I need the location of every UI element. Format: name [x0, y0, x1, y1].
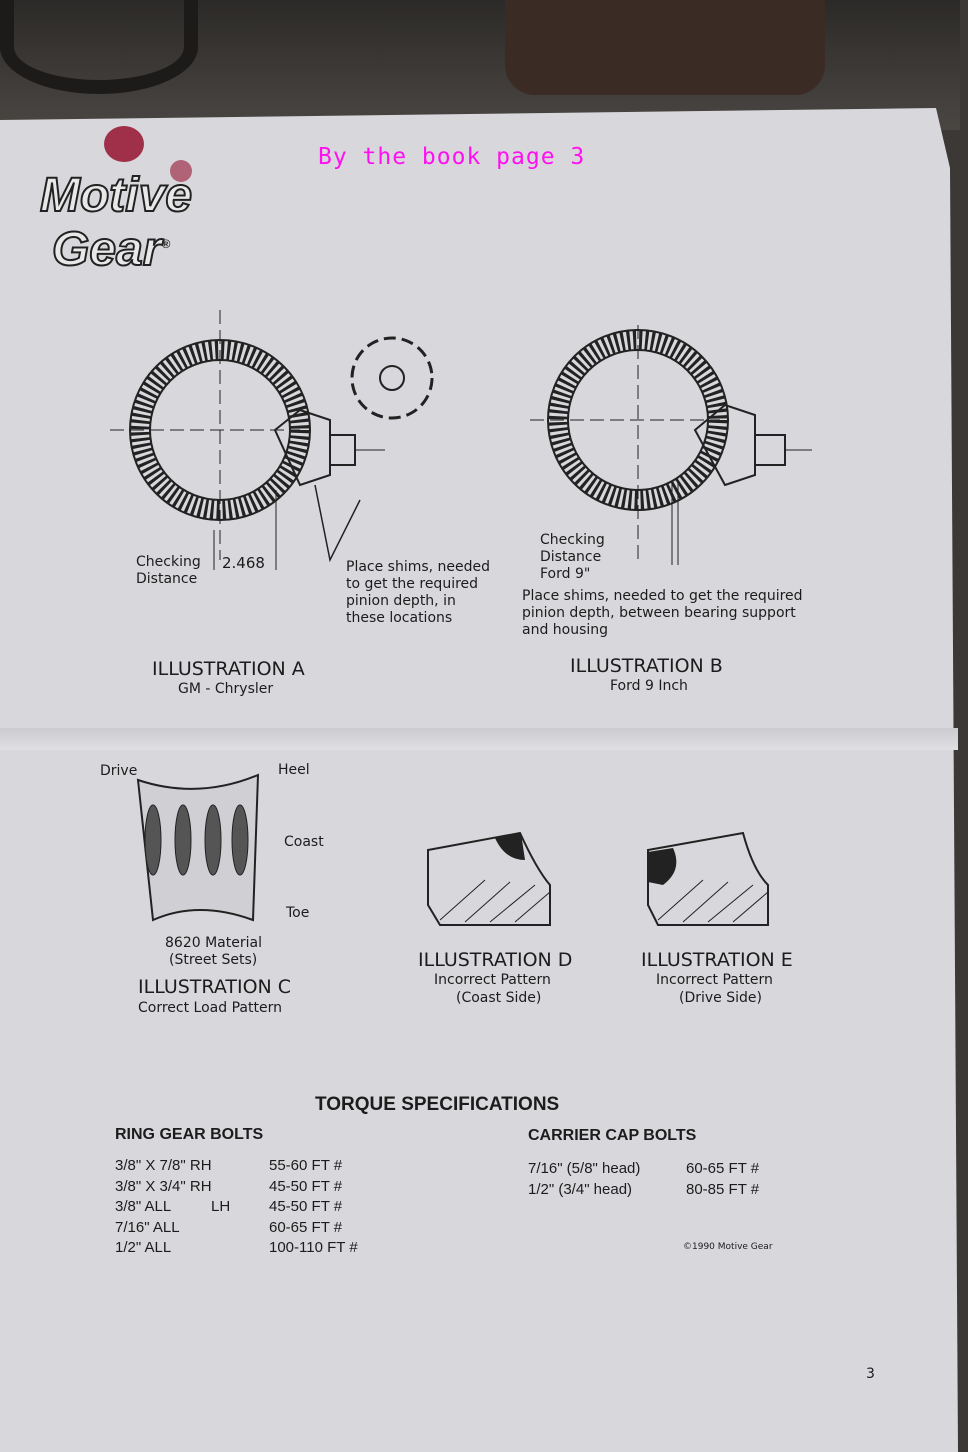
stain — [170, 160, 192, 182]
page-number: 3 — [866, 1366, 875, 1382]
stain — [104, 126, 144, 162]
illustration-b-subtitle: Ford 9 Inch — [610, 678, 688, 694]
illustration-d-line1: Incorrect Pattern — [434, 972, 551, 988]
bolt-size: 7/16" ALL — [115, 1218, 180, 1236]
material-note: (Street Sets) — [169, 952, 258, 968]
checking-label-b: Checking Distance Ford 9" — [540, 532, 605, 583]
illustration-d-title: ILLUSTRATION D — [418, 949, 573, 971]
illustration-e-line2: (Drive Side) — [679, 990, 762, 1006]
label-toe: Toe — [286, 905, 310, 921]
label-heel: Heel — [278, 762, 310, 778]
table-row: 3/8" X 7/8" RH 55-60 FT # — [115, 1156, 358, 1177]
table-row: 7/16" ALL 60-65 FT # — [115, 1218, 358, 1239]
illustration-e-line1: Incorrect Pattern — [656, 972, 773, 988]
shim-note-line: Place shims, needed — [346, 559, 491, 575]
checking-label-a: Checking — [136, 554, 201, 570]
ring-gear-heading: RING GEAR BOLTS — [115, 1126, 264, 1143]
bolt-size: 1/2" (3/4" head) — [528, 1181, 633, 1198]
shim-note-line: Place shims, needed to get the required — [522, 588, 803, 604]
bolt-size: 3/8" X 7/8" RH — [115, 1157, 212, 1174]
label-coast: Coast — [284, 834, 324, 850]
bolt-size: 1/2" ALL — [115, 1239, 172, 1256]
torque-value: 80-85 FT # — [686, 1181, 760, 1198]
shim-note-line: pinion depth, between bearing support — [522, 605, 796, 621]
motive-gear-logo: Motive Gear® — [39, 169, 193, 276]
torque-value: 45-50 FT # — [269, 1198, 343, 1215]
ring-pinion-diagram-a — [110, 310, 385, 570]
logo-mark: ® — [161, 237, 171, 251]
shim-note-line: pinion depth, in — [346, 593, 456, 609]
paper-fold — [0, 728, 958, 750]
checking-line: Checking — [540, 532, 605, 548]
document-page — [0, 108, 958, 1452]
bolt-size: 3/8" X 3/4" RH — [115, 1177, 212, 1195]
torque-value: 60-65 FT # — [269, 1218, 343, 1236]
distance-label-a: Distance — [136, 571, 198, 587]
checking-line: Distance — [540, 549, 602, 565]
illustration-b-title: ILLUSTRATION B — [570, 655, 723, 677]
illustration-c-subtitle: Correct Load Pattern — [138, 1000, 282, 1016]
pinion-gear-icon — [350, 336, 434, 420]
table-row: 1/2" (3/4" head) 80-85 FT # — [528, 1179, 759, 1200]
carrier-cap-heading: CARRIER CAP BOLTS — [528, 1127, 697, 1144]
table-row: 1/2" ALL 100-110 FT # — [115, 1238, 358, 1259]
caption: By the book page 3 — [318, 144, 586, 170]
table-row: 7/16" (5/8" head) 60-65 FT # — [528, 1158, 759, 1179]
torque-value: 55-60 FT # — [269, 1157, 343, 1174]
gear-tooth-pattern-diagram — [136, 773, 260, 922]
bolt-size: 3/8" ALL — [115, 1198, 172, 1215]
thread-direction: LH — [211, 1198, 231, 1215]
illustration-d-line2: (Coast Side) — [456, 990, 542, 1006]
torque-value: 60-65 FT # — [686, 1160, 760, 1177]
tooth-pattern-drive-diagram — [647, 831, 769, 926]
ring-gear-table: 3/8" X 7/8" RH 55-60 FT # 3/8" X 3/4" RH 4… — [115, 1156, 358, 1259]
illustration-a-subtitle: GM - Chrysler — [178, 681, 274, 697]
torque-value: 45-50 FT # — [269, 1177, 343, 1195]
bearing-ring — [0, 0, 198, 94]
shim-note-b: Place shims, needed to get the required … — [522, 588, 803, 639]
shim-note-line: and housing — [522, 622, 609, 638]
shim-note-line: these locations — [346, 610, 453, 626]
material: 8620 Material — [165, 935, 262, 951]
logo-line1: Motive — [39, 169, 193, 222]
table-row: 3/8" ALL LH 45-50 FT # — [115, 1197, 358, 1218]
illustration-a-title: ILLUSTRATION A — [152, 658, 305, 680]
checking-line: Ford 9" — [540, 566, 591, 582]
distance-value: 2.468 — [222, 554, 265, 572]
logo-line2: Gear — [51, 223, 162, 276]
tooth-pattern-coast-diagram — [427, 831, 551, 926]
shim-note-a: Place shims, needed to get the required … — [346, 559, 490, 627]
illustration-e-title: ILLUSTRATION E — [641, 949, 793, 971]
torque-value: 100-110 FT # — [269, 1239, 358, 1256]
torque-title: TORQUE SPECIFICATIONS — [315, 1094, 560, 1115]
copyright: ©1990 Motive Gear — [683, 1242, 773, 1252]
label-drive: Drive — [100, 763, 138, 779]
shim-note-line: to get the required — [346, 576, 479, 592]
bolt-size: 7/16" (5/8" head) — [528, 1160, 641, 1177]
illustration-c-title: ILLUSTRATION C — [138, 976, 292, 998]
gear-housing — [505, 0, 825, 95]
ring-pinion-diagram-b — [530, 325, 812, 565]
table-row: 3/8" X 3/4" RH 45-50 FT # — [115, 1177, 358, 1198]
carrier-cap-table: 7/16" (5/8" head) 60-65 FT # 1/2" (3/4" h… — [528, 1158, 759, 1200]
